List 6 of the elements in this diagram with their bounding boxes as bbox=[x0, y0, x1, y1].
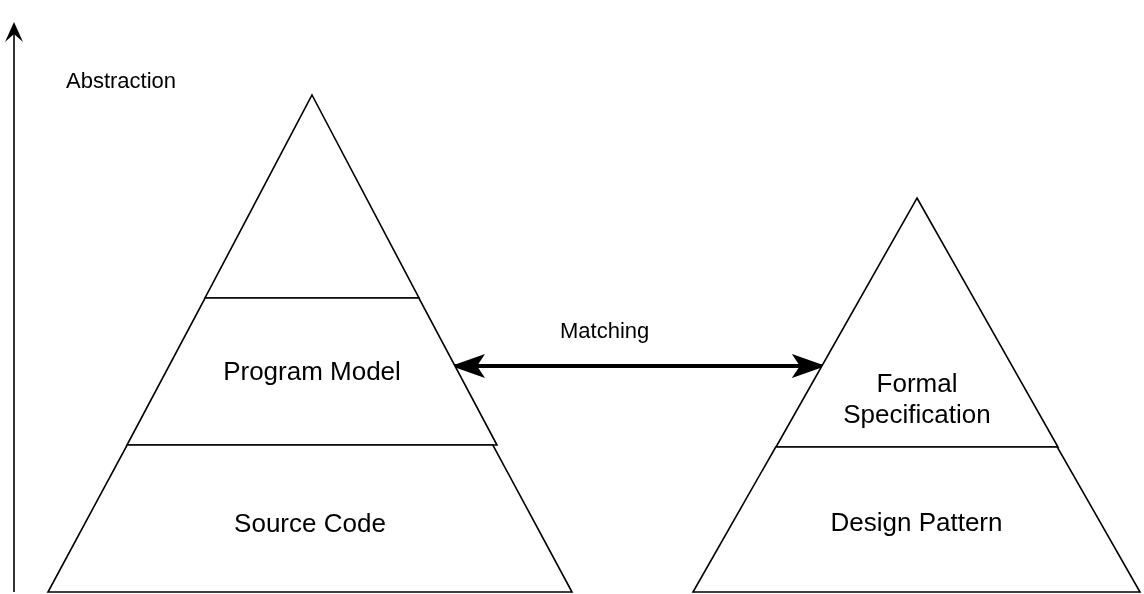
edge-label: Matching bbox=[560, 318, 650, 344]
band-label: Source Code bbox=[234, 508, 386, 539]
band-label: Program Model bbox=[223, 356, 401, 387]
axis-label: Abstraction bbox=[66, 68, 177, 94]
band-label: Formal Specification bbox=[842, 368, 992, 430]
band-label: Design Pattern bbox=[830, 507, 1003, 538]
